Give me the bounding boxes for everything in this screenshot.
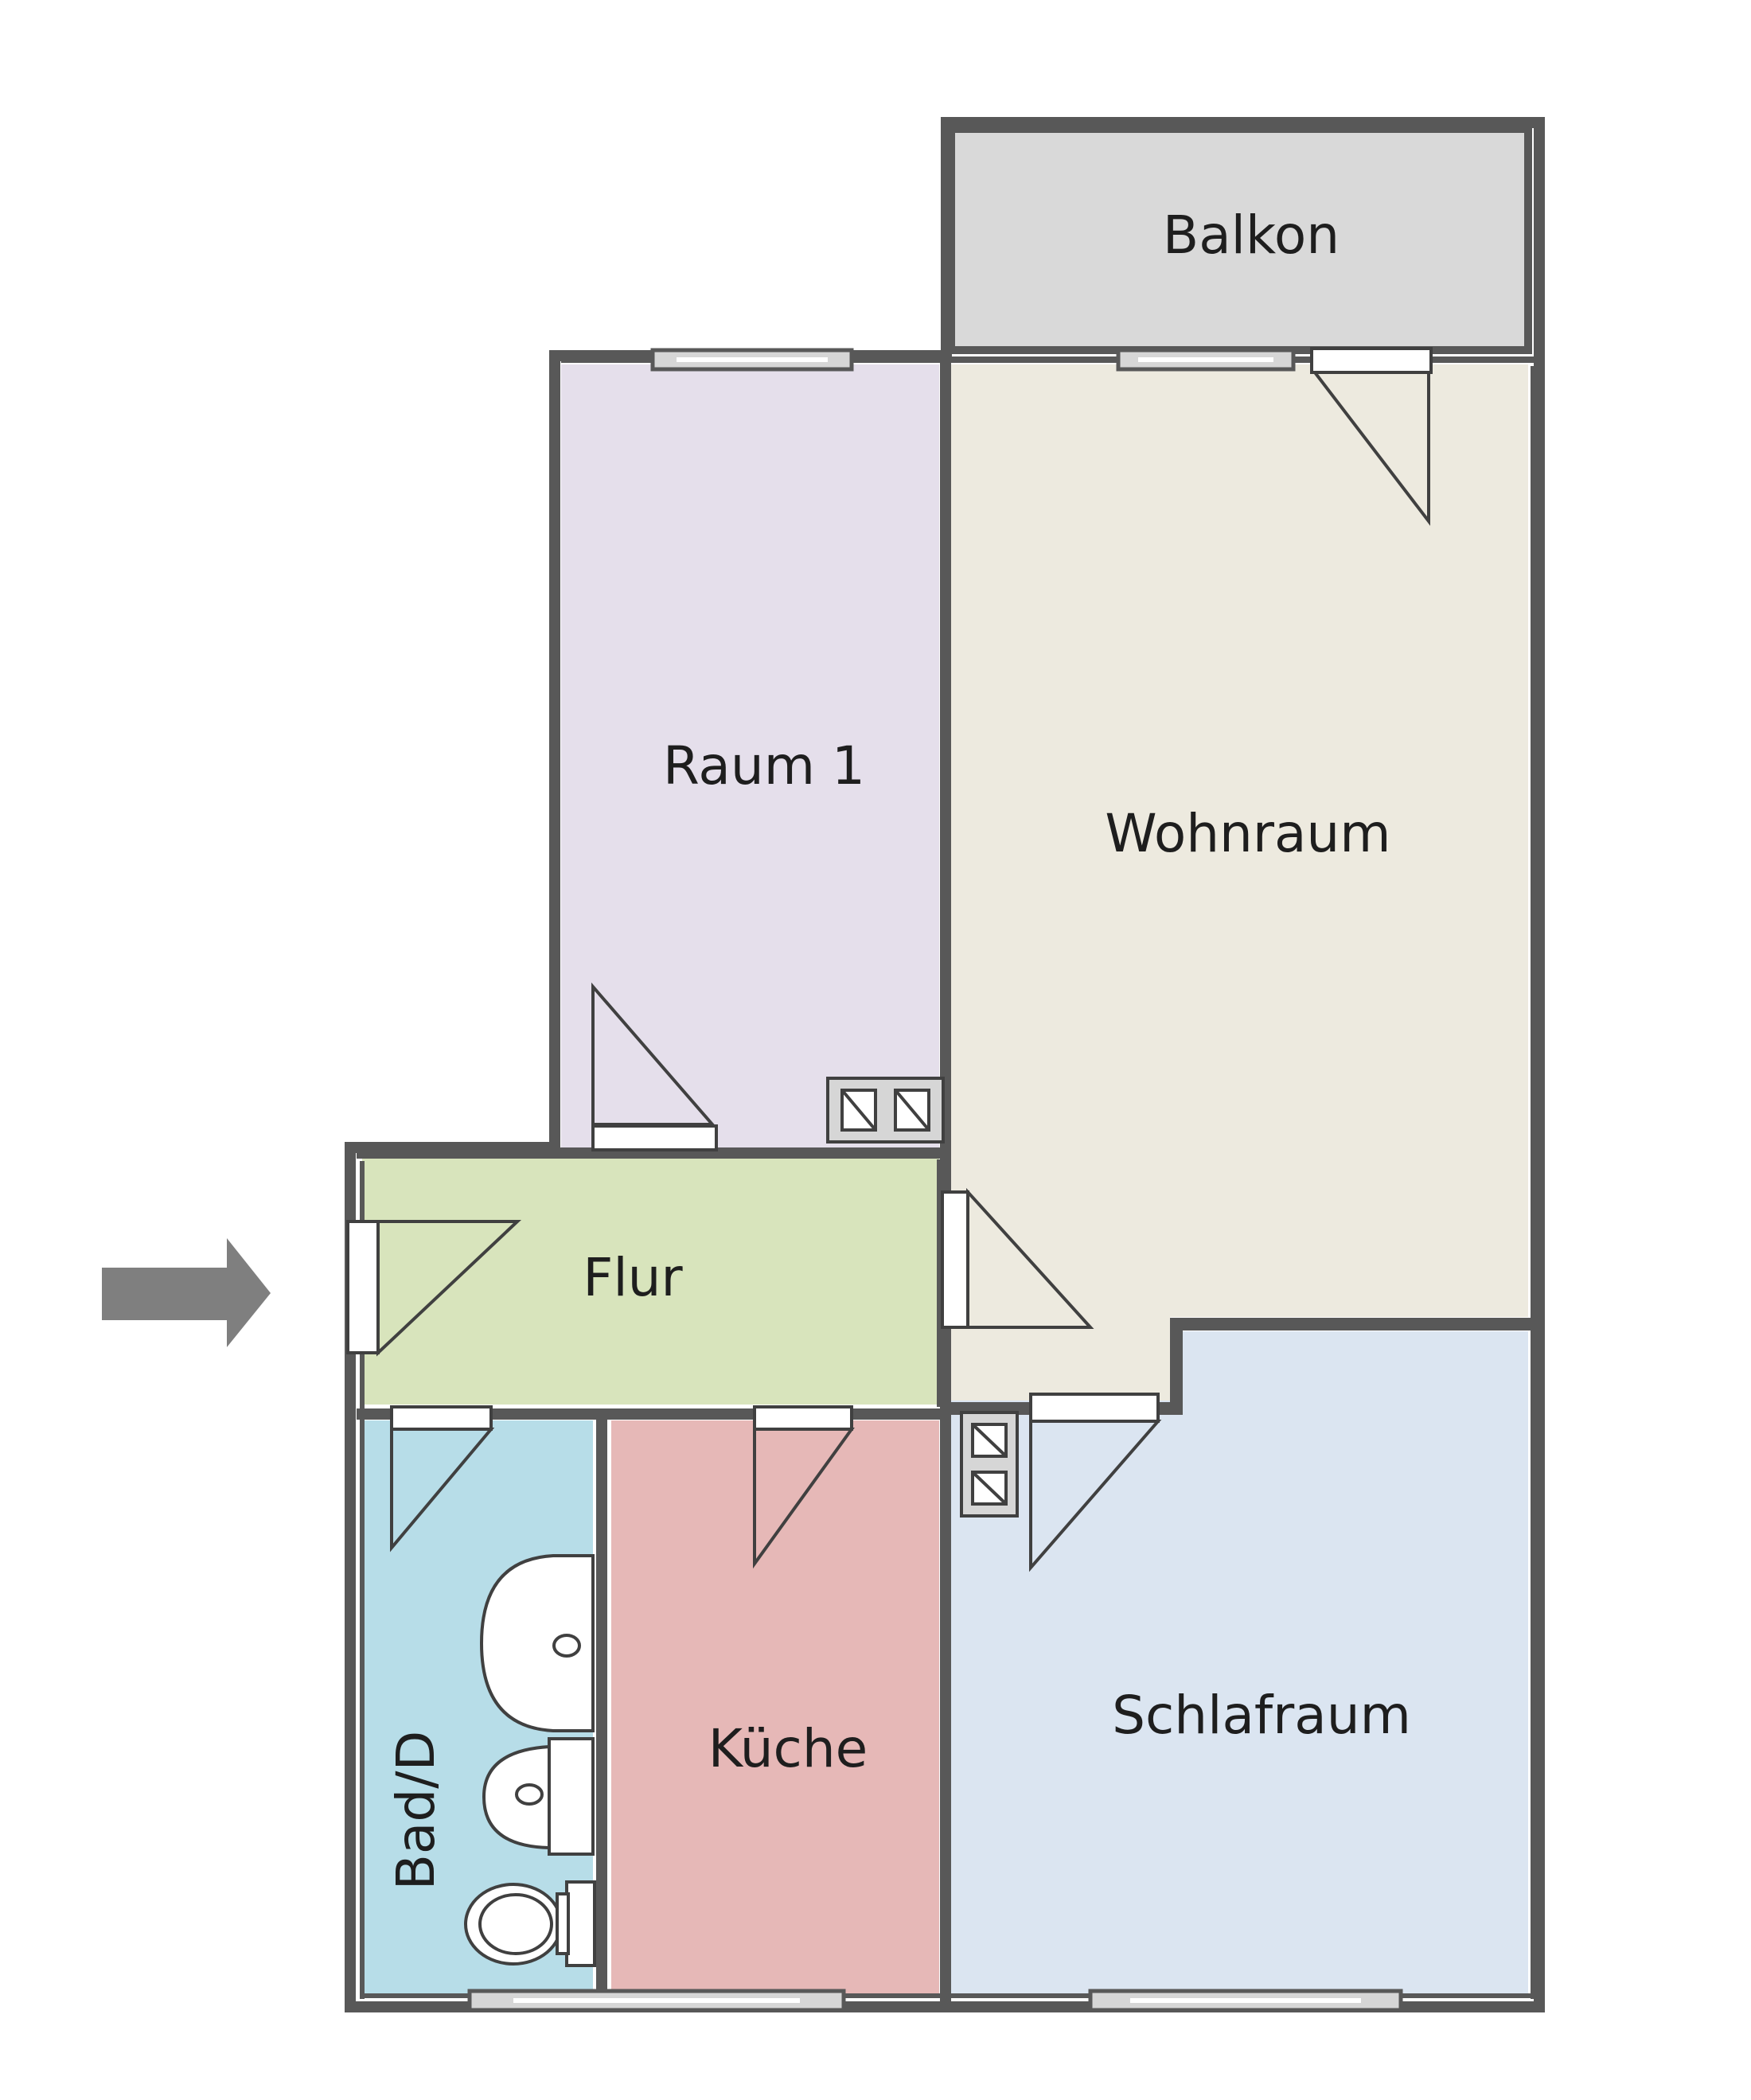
entrance-arrow-icon — [102, 1238, 271, 1347]
sink-icon — [482, 1737, 595, 1856]
room-schlafraum[interactable] — [951, 1331, 1528, 1993]
label-flur: Flur — [583, 1247, 683, 1308]
label-balkon: Balkon — [1163, 205, 1340, 266]
label-wohnraum: Wohnraum — [1105, 803, 1390, 864]
room-flur[interactable] — [362, 1158, 939, 1405]
door-swing-icon — [346, 347, 1433, 1572]
label-raum1: Raum 1 — [663, 735, 865, 797]
room-wohnraum[interactable] — [951, 364, 1528, 1401]
room-balkon[interactable] — [951, 127, 1528, 350]
label-schlafraum: Schlafraum — [1112, 1685, 1411, 1746]
room-kueche[interactable] — [611, 1420, 939, 1993]
ventilation-shaft-icon — [826, 1077, 1019, 1518]
toilet-icon — [464, 1880, 596, 1967]
label-kueche: Küche — [708, 1718, 868, 1779]
label-bad: Bad/D — [385, 1731, 447, 1891]
washbasin-icon — [479, 1554, 595, 1732]
